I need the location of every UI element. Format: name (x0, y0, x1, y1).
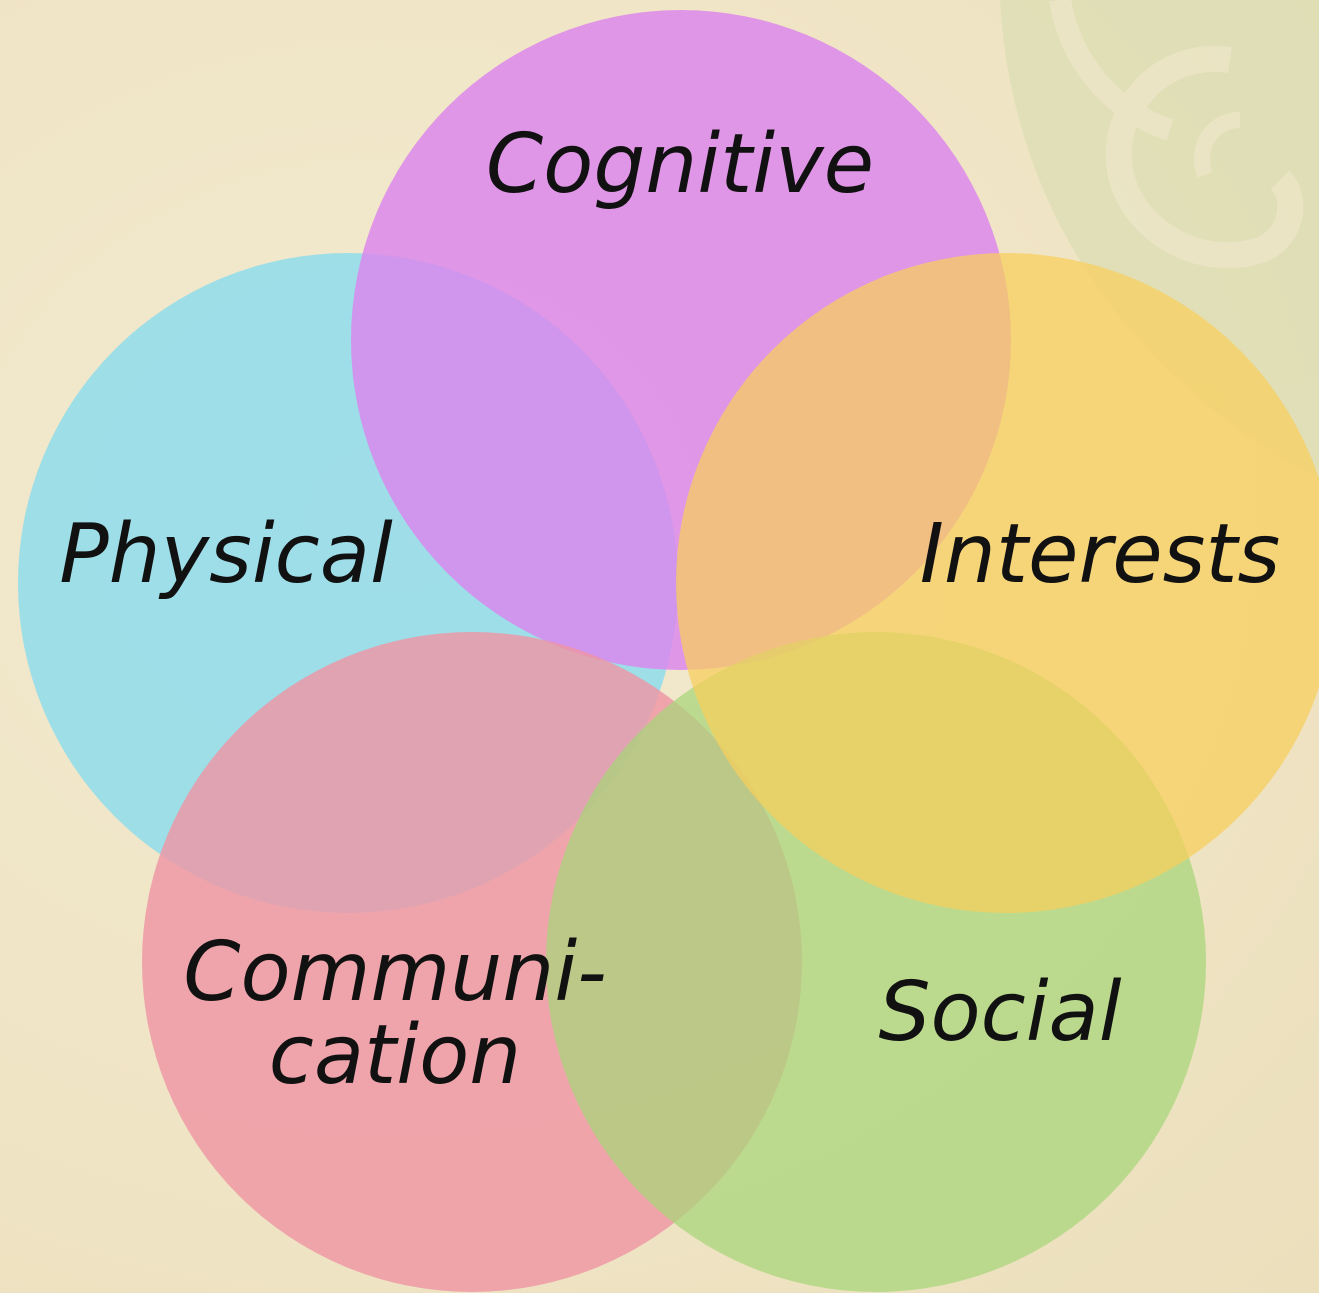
label-social: Social (878, 965, 1121, 1060)
label-communication-line-1: Communi- (183, 925, 607, 1020)
label-cognitive: Cognitive (486, 117, 874, 212)
label-interests: Interests (920, 507, 1281, 602)
circle-interests (676, 253, 1319, 913)
label-physical: Physical (59, 507, 393, 602)
label-communication-line-2: cation (269, 1008, 521, 1103)
